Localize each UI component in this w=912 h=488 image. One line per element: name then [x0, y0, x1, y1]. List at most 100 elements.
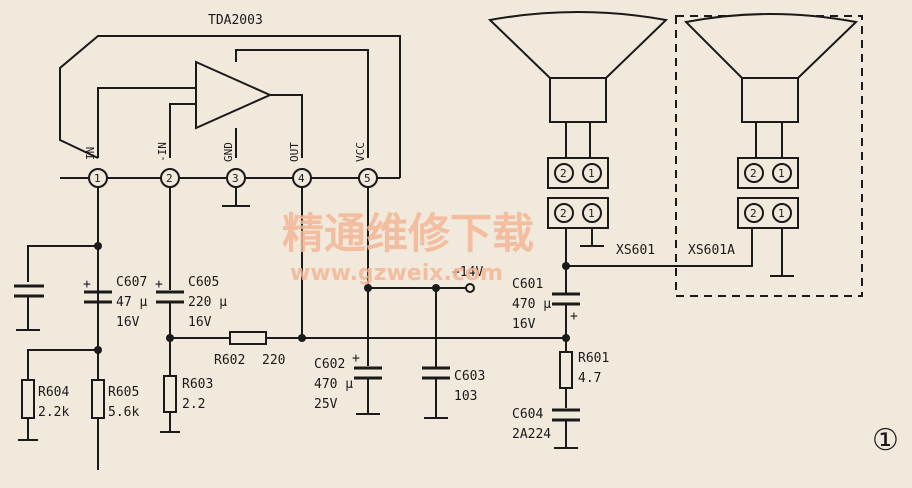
c605-ref: C605 [188, 275, 219, 290]
r601-ref: R601 [578, 351, 609, 366]
connector-main-upper: 2 1 [547, 157, 609, 189]
c605-capacitor [156, 290, 184, 304]
r603-resistor [163, 375, 177, 413]
svg-text:2: 2 [166, 172, 173, 185]
c601-ref: C601 [512, 277, 543, 292]
c604-ref: C604 [512, 407, 543, 422]
c604-capacitor [552, 408, 580, 422]
c601-capacitor [552, 292, 580, 306]
r604-wire [27, 349, 98, 380]
ic-pin-3: 3 [226, 168, 246, 188]
ic-pin-4: 4 [292, 168, 312, 188]
c601-rating: 16V [512, 317, 536, 332]
c602-capacitor [354, 366, 382, 380]
pin-label-gnd: GND [222, 142, 235, 162]
speaker-main [487, 11, 669, 158]
input-capacitor [14, 284, 44, 298]
svg-text:+: + [83, 277, 91, 292]
optional-speaker-box [675, 15, 863, 297]
c604-ground [554, 420, 578, 449]
gnd-pin-ground-symbol [222, 187, 250, 207]
c605-value: 220 μ [188, 295, 227, 310]
svg-text:4: 4 [298, 172, 305, 185]
c602-ground [356, 378, 380, 415]
c607-ref: C607 [116, 275, 147, 290]
ic-neg-in-wire [169, 103, 196, 158]
ic-out-wire [270, 94, 303, 158]
ic-pin-2: 2 [160, 168, 180, 188]
svg-text:2: 2 [750, 207, 757, 220]
r603-ground [160, 412, 180, 433]
pin-label-in: IN [84, 147, 97, 160]
c602-rating: 25V [314, 397, 338, 412]
alt-speaker-wire [566, 228, 753, 267]
svg-text:5: 5 [364, 172, 371, 185]
svg-text:2: 2 [560, 207, 567, 220]
ic-pin-5: 5 [358, 168, 378, 188]
r604-ref: R604 [38, 385, 69, 400]
r604-value: 2.2k [38, 405, 69, 420]
r602-resistor [229, 331, 267, 345]
pin-label-out: OUT [288, 142, 301, 162]
connector-alt-label: XS601A [688, 243, 735, 258]
r605-value: 5.6k [108, 405, 139, 420]
supply-terminal [465, 283, 475, 293]
svg-text:1: 1 [778, 167, 785, 180]
c603-ref: C603 [454, 369, 485, 384]
c601-value: 470 μ [512, 297, 551, 312]
svg-text:3: 3 [232, 172, 239, 185]
c607-rating: 16V [116, 315, 140, 330]
svg-text:+: + [352, 351, 360, 366]
ic-in-wire [97, 87, 196, 158]
c607-capacitor [84, 290, 112, 304]
ic-name-label: TDA2003 [208, 13, 263, 28]
watermark-chinese: 精通维修下载 [282, 209, 534, 258]
input-ground [16, 296, 40, 331]
svg-text:+: + [155, 277, 163, 292]
c604-value: 2A224 [512, 427, 551, 442]
connector-main-lower: 2 1 [547, 197, 609, 229]
svg-text:1: 1 [588, 207, 595, 220]
svg-text:1: 1 [778, 207, 785, 220]
r603-value: 2.2 [182, 397, 205, 412]
c603-ground [424, 378, 448, 419]
pin-label-neg-in: -IN [156, 142, 169, 162]
r605-ref: R605 [108, 385, 139, 400]
c607-value: 47 μ [116, 295, 147, 310]
connector-alt-lower: 2 1 [737, 197, 799, 229]
svg-text:1: 1 [588, 167, 595, 180]
svg-text:2: 2 [750, 167, 757, 180]
feedback-loop-wire [59, 35, 401, 178]
r604-ground [18, 418, 38, 441]
ic-amplifier-symbol [195, 60, 273, 130]
junction-dot [298, 334, 306, 342]
svg-text:2: 2 [560, 167, 567, 180]
supply-label: +14V [452, 265, 483, 280]
ic-pin-1: 1 [88, 168, 108, 188]
svg-text:1: 1 [94, 172, 101, 185]
svg-text:+: + [570, 309, 578, 324]
figure-number: ① [872, 423, 899, 458]
r603-ref: R603 [182, 377, 213, 392]
pin-label-vcc: VCC [354, 142, 367, 162]
watermark-url: www.gzweix.com [290, 261, 503, 286]
r605-resistor [91, 379, 105, 419]
r602-value: 220 [262, 353, 285, 368]
speaker-alt [683, 13, 859, 158]
c602-ref: C602 [314, 357, 345, 372]
r602-ref: R602 [214, 353, 245, 368]
c602-value: 470 μ [314, 377, 353, 392]
c605-rating: 16V [188, 315, 212, 330]
ic-vcc-wire [235, 49, 369, 158]
r601-value: 4.7 [578, 371, 601, 386]
c603-capacitor [422, 366, 450, 380]
main-speaker-ground [580, 228, 604, 247]
c603-value: 103 [454, 389, 477, 404]
connector-main-label: XS601 [616, 243, 655, 258]
r601-resistor [559, 351, 573, 389]
connector-alt-upper: 2 1 [737, 157, 799, 189]
alt-speaker-ground [770, 228, 794, 277]
input-cap-wire [27, 245, 98, 282]
r604-resistor [21, 379, 35, 419]
